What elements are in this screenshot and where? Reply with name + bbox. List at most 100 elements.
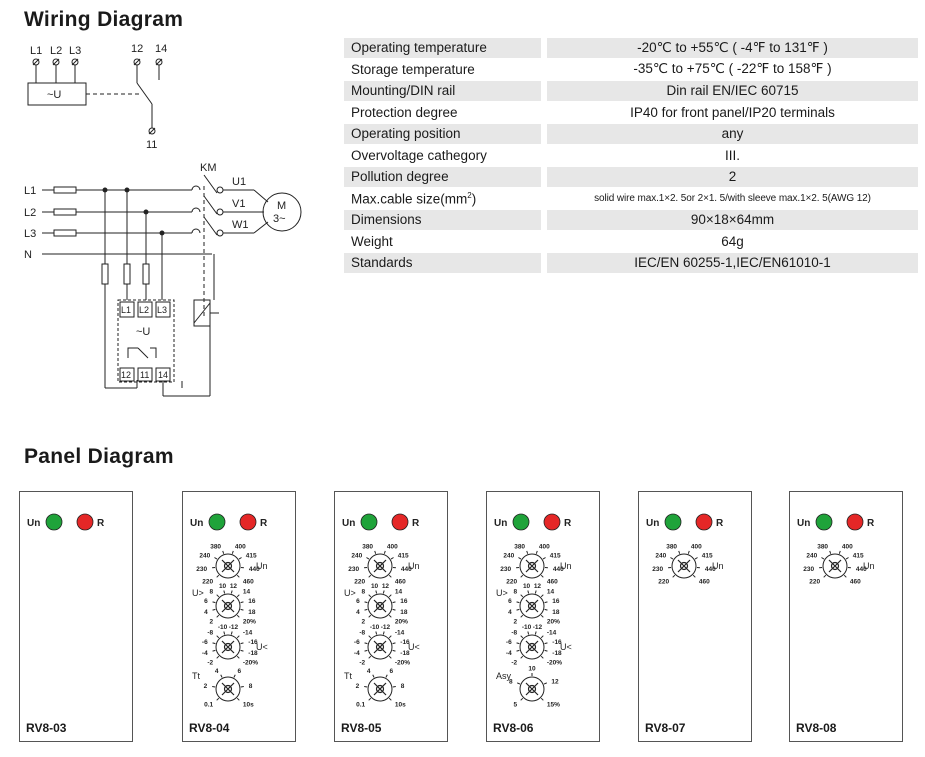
dial-tick-label: -2: [359, 659, 365, 666]
dial-tick-label: -18: [552, 650, 562, 657]
dial-label: U<: [560, 642, 572, 652]
dial-tick-label: -10: [522, 624, 532, 631]
dial-tick-label: 10: [523, 583, 531, 590]
power-led-icon: [664, 513, 682, 531]
dial-tick-label: 380: [514, 544, 525, 551]
spec-value: Din rail EN/IEC 60715: [547, 81, 918, 101]
panel-model-label: RV8-08: [796, 721, 837, 735]
dial-tick-label: 5: [514, 701, 518, 708]
dial-tick-label: 10: [219, 583, 227, 590]
dial-knob-icon: [221, 559, 235, 573]
spec-row: Max.cable size(mm2)solid wire max.1×2. 5…: [344, 188, 918, 208]
led-label-r: R: [716, 518, 724, 529]
dial-tick-label: 0.1: [356, 701, 365, 708]
dial-tick-label: 240: [806, 552, 817, 559]
dial-tick-label: 460: [699, 578, 710, 585]
dial-tick-label: 460: [850, 578, 861, 585]
dial-tick-label: -16: [400, 639, 410, 646]
dial-tick-label: -16: [248, 639, 258, 646]
dial-tick-label: 12: [382, 583, 390, 590]
spec-key: Max.cable size(mm2): [351, 190, 477, 207]
dial-knob-icon: [221, 682, 235, 696]
dial-tick-label: 18: [552, 609, 560, 616]
dial-tick-label: 220: [202, 578, 213, 585]
relay-led-icon: [239, 513, 257, 531]
device-output-14: 14: [158, 370, 168, 380]
dial-tick-label: 440: [705, 566, 716, 573]
dial-uunder[interactable]: -2-4-6-8-10-12-14-16-18-20%U<: [202, 624, 268, 666]
dial-tick-label: 20%: [243, 618, 256, 625]
dial-label: Un: [712, 561, 724, 571]
dial-knob-icon: [221, 640, 235, 654]
dial-tick-label: -20%: [547, 659, 562, 666]
power-led-icon: [45, 513, 63, 531]
relay-module-label: ~U: [47, 89, 61, 101]
dial-label: Un: [256, 561, 268, 571]
dial-tick-label: 230: [196, 566, 207, 573]
dial-tick-label: 4: [367, 668, 371, 675]
dial-tick-label: 380: [362, 544, 373, 551]
dial-tick-label: 220: [658, 578, 669, 585]
dial-tick-label: 0.1: [204, 701, 213, 708]
device-output-11: 11: [140, 370, 149, 380]
phase-lines: L1 L2 L3 N: [24, 185, 212, 261]
spec-key: Standards: [344, 253, 541, 273]
dial-tick-label: 10s: [395, 701, 406, 708]
dial-uunder[interactable]: -2-4-6-8-10-12-14-16-18-20%U<: [506, 624, 572, 666]
dial-tick-label: 400: [539, 544, 550, 551]
dial-tick-label: 2: [204, 683, 208, 690]
dial-tick-label: 6: [390, 668, 394, 675]
dial-tick-label: 380: [817, 544, 828, 551]
led-label-r: R: [564, 518, 572, 529]
relay-led-icon: [543, 513, 561, 531]
dial-tick-label: -8: [359, 630, 365, 637]
spec-key: Operating position: [344, 124, 541, 144]
dial-tick-label: -6: [354, 639, 360, 646]
dial-tick-label: 6: [204, 598, 208, 605]
relay-led-icon: [76, 513, 94, 531]
dial-tick-label: 400: [387, 544, 398, 551]
spec-value: -35℃ to +75℃ ( -22℉ to 158℉ ): [633, 61, 832, 77]
device-label: ~U: [136, 326, 150, 338]
dial-tick-label: 460: [395, 578, 406, 585]
dial-tick-label: 415: [398, 552, 409, 559]
led-label-r: R: [867, 518, 875, 529]
dial-knob-icon: [373, 682, 387, 696]
dial-label: Un: [408, 561, 420, 571]
led-label-r: R: [412, 518, 420, 529]
dial-label: U>: [344, 588, 356, 598]
relay-led-icon: [695, 513, 713, 531]
led-label-un: Un: [190, 518, 203, 529]
dial-tick-label: -20%: [395, 659, 410, 666]
dial-label: Tt: [192, 671, 200, 681]
spec-key: Storage temperature: [351, 61, 475, 77]
phase-label-l3: L3: [24, 228, 36, 240]
power-led-icon: [815, 513, 833, 531]
led-label-un: Un: [27, 518, 40, 529]
dial-knob-icon: [373, 559, 387, 573]
dial-tick-label: 8: [509, 678, 513, 685]
spec-value: IP40 for front panel/IP20 terminals: [630, 104, 835, 120]
led-label-un: Un: [342, 518, 355, 529]
dial-uunder[interactable]: -2-4-6-8-10-12-14-16-18-20%U<: [354, 624, 420, 666]
dial-knob-icon: [373, 599, 387, 613]
dial-tick-label: 10: [371, 583, 379, 590]
panel-model-label: RV8-07: [645, 721, 686, 735]
